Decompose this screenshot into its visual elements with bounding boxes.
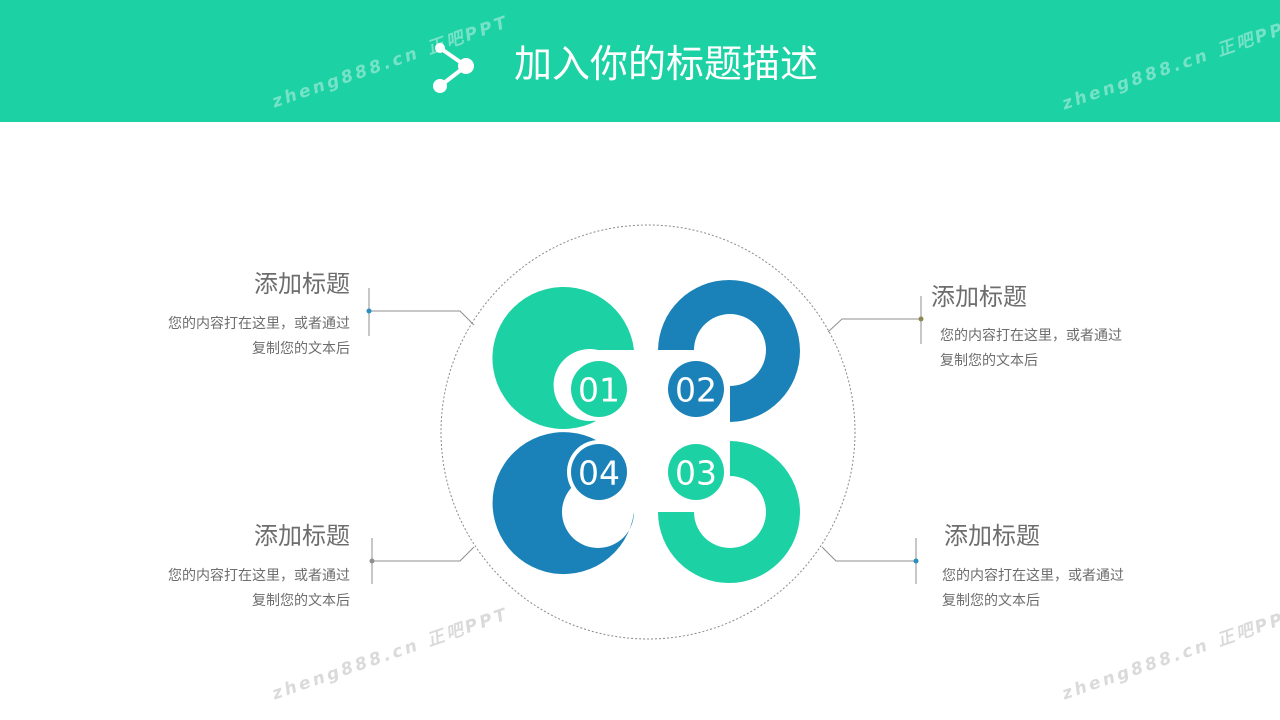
connector-04 bbox=[372, 546, 475, 562]
badge-02 bbox=[668, 361, 724, 417]
callout-body-04: 您的内容打在这里，或者通过 复制您的文本后 bbox=[168, 564, 350, 614]
callout-body-02: 您的内容打在这里，或者通过 复制您的文本后 bbox=[940, 324, 1122, 374]
callout-text-line: 复制您的文本后 bbox=[252, 593, 350, 609]
ring-01 bbox=[492, 286, 634, 429]
callout-text-line: 您的内容打在这里，或者通过 bbox=[168, 316, 350, 332]
connector-03 bbox=[821, 546, 916, 562]
badge-number-01: 01 bbox=[578, 371, 620, 410]
callout-title-02: 添加标题 bbox=[931, 283, 1027, 311]
callout-text-line: 复制您的文本后 bbox=[942, 593, 1040, 609]
connector-dot-04 bbox=[369, 558, 375, 564]
callout-body-03: 您的内容打在这里，或者通过 复制您的文本后 bbox=[942, 564, 1124, 614]
connector-dot-01 bbox=[366, 308, 372, 314]
connector-dot-03 bbox=[913, 558, 919, 564]
badge-number-02: 02 bbox=[675, 371, 717, 410]
callout-title-01: 添加标题 bbox=[254, 270, 350, 298]
callout-title-03: 添加标题 bbox=[944, 522, 1040, 550]
badge-04 bbox=[571, 444, 627, 500]
callout-text-line: 您的内容打在这里，或者通过 bbox=[942, 568, 1124, 584]
header-bar: 加入你的标题描述 zheng888.cn 正吧PPT zheng888.cn 正… bbox=[0, 0, 1280, 122]
badge-03 bbox=[668, 444, 724, 500]
callout-body-01: 您的内容打在这里，或者通过 复制您的文本后 bbox=[168, 312, 350, 362]
share-nodes-icon bbox=[433, 43, 474, 93]
callout-text-line: 复制您的文本后 bbox=[940, 353, 1038, 369]
callout-text-line: 复制您的文本后 bbox=[252, 341, 350, 357]
ring-04 bbox=[492, 432, 634, 575]
ring-03 bbox=[658, 441, 800, 583]
connector-02 bbox=[827, 318, 921, 333]
badge-01 bbox=[571, 361, 627, 417]
connector-dot-02 bbox=[918, 316, 924, 322]
outer-dashed-circle bbox=[440, 224, 856, 640]
connector-01 bbox=[369, 310, 475, 326]
badge-number-04: 04 bbox=[578, 454, 620, 493]
ring-02 bbox=[658, 280, 800, 422]
badge-number-03: 03 bbox=[675, 454, 717, 493]
page-title: 加入你的标题描述 bbox=[514, 42, 819, 86]
callout-title-04: 添加标题 bbox=[254, 522, 350, 550]
callout-text-line: 您的内容打在这里，或者通过 bbox=[168, 568, 350, 584]
callout-text-line: 您的内容打在这里，或者通过 bbox=[940, 328, 1122, 344]
